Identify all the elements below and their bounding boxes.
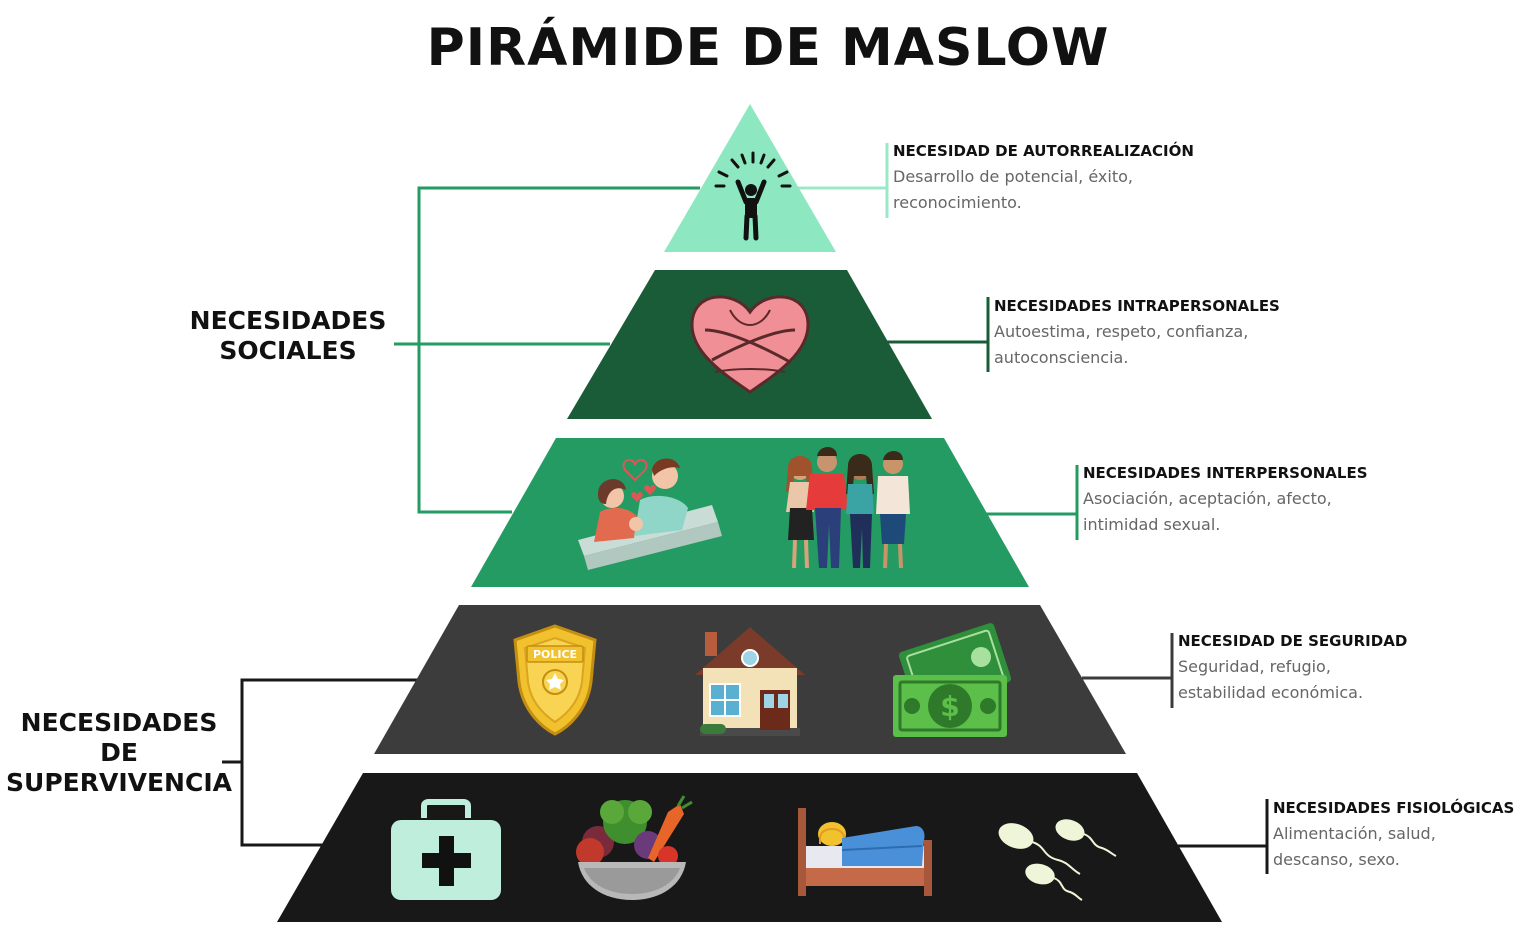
description-title: NECESIDADES INTRAPERSONALES: [994, 297, 1280, 315]
description-title: NECESIDAD DE SEGURIDAD: [1178, 632, 1408, 650]
description-line: estabilidad económica.: [1178, 683, 1364, 702]
description-line: intimidad sexual.: [1083, 515, 1221, 534]
pyramid-level-3: [471, 438, 1029, 587]
group-label-line: DE: [100, 738, 138, 767]
description-title: NECESIDAD DE AUTORREALIZACIÓN: [893, 142, 1194, 160]
description-line: Alimentación, salud,: [1273, 824, 1436, 843]
group-label-sociales: NECESIDADES SOCIALES: [170, 306, 406, 366]
description-title: NECESIDADES INTERPERSONALES: [1083, 464, 1368, 482]
couple-in-love-icon: [578, 458, 722, 570]
description-line: Autoestima, respeto, confianza,: [994, 322, 1249, 341]
supervivencia-bracket: [222, 678, 418, 847]
group-label-line: NECESIDADES: [189, 306, 387, 335]
police-badge-icon: POLICE: [513, 624, 597, 736]
first-aid-kit-icon: [391, 799, 501, 900]
group-label-line: SUPERVIVENCIA: [6, 768, 232, 797]
description-seguridad: NECESIDAD DE SEGURIDAD Seguridad, refugi…: [1170, 632, 1407, 706]
achiever-icon: [714, 151, 792, 241]
description-line: autoconsciencia.: [994, 348, 1129, 367]
group-label-supervivencia: NECESIDADES DE SUPERVIVENCIA: [4, 708, 234, 798]
description-title: NECESIDADES FISIOLÓGICAS: [1273, 799, 1515, 817]
description-line: descanso, sexo.: [1273, 850, 1400, 869]
bed-icon: [798, 808, 932, 896]
house-icon: [695, 627, 805, 736]
description-fisiologicas: NECESIDADES FISIOLÓGICAS Alimentación, s…: [1265, 799, 1514, 873]
description-interpersonales: NECESIDADES INTERPERSONALES Asociación, …: [1075, 464, 1368, 538]
group-of-friends-icon: [786, 447, 910, 569]
pyramid-level-5: [277, 773, 1222, 922]
group-label-line: SOCIALES: [219, 336, 357, 365]
group-label-line: NECESIDADES: [20, 708, 218, 737]
badge-label: POLICE: [533, 648, 577, 661]
svg-text:$: $: [940, 690, 959, 723]
description-autorrealizacion: NECESIDAD DE AUTORREALIZACIÓN Desarrollo…: [885, 142, 1194, 216]
description-line: Seguridad, refugio,: [1178, 657, 1331, 676]
description-line: Asociación, aceptación, afecto,: [1083, 489, 1332, 508]
money-icon: $: [893, 623, 1012, 737]
description-line: reconocimiento.: [893, 193, 1022, 212]
self-hug-heart-icon: [690, 295, 810, 394]
page-title: PIRÁMIDE DE MASLOW: [426, 18, 1110, 78]
description-line: Desarrollo de potencial, éxito,: [893, 167, 1133, 186]
food-bowl-icon: [576, 795, 693, 900]
pyramid-level-1: [664, 104, 836, 252]
sociales-bracket: [394, 186, 700, 514]
sperm-icon: [998, 819, 1117, 901]
description-intrapersonales: NECESIDADES INTRAPERSONALES Autoestima, …: [986, 297, 1280, 371]
